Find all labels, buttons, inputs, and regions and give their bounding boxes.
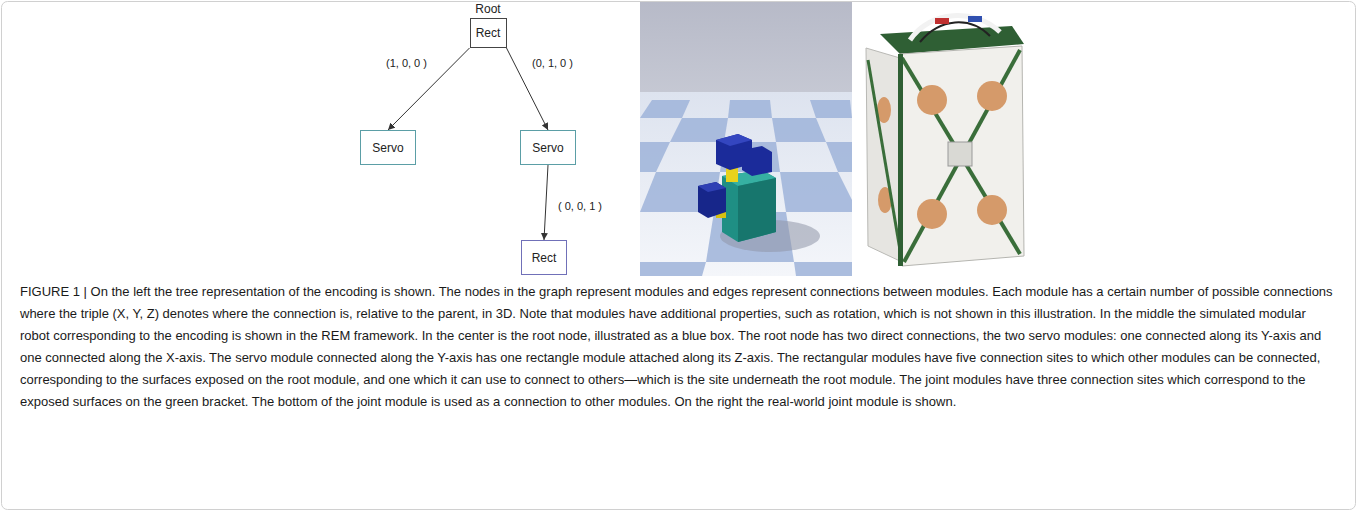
connection-triple: (1, 0, 0 ) xyxy=(384,57,429,70)
module-name: Servo xyxy=(372,141,403,155)
tree-connector xyxy=(544,165,548,240)
connection-triple: (0, 1, 0 ) xyxy=(530,57,575,70)
module-box: Rect xyxy=(521,240,567,275)
module-name: Rect xyxy=(476,26,501,40)
joint-module-photo xyxy=(858,2,1032,276)
simulation-render xyxy=(640,2,852,276)
figure-caption: FIGURE 1 | On the left the tree represen… xyxy=(20,281,1338,413)
node-heading: Root xyxy=(475,2,500,16)
module-box: Servo xyxy=(360,130,416,165)
module-box: Servo xyxy=(520,130,576,165)
module-box: RootRect xyxy=(470,18,507,48)
module-name: Rect xyxy=(532,251,557,265)
module-name: Servo xyxy=(532,141,563,155)
connection-triple: ( 0, 0, 1 ) xyxy=(556,200,604,213)
